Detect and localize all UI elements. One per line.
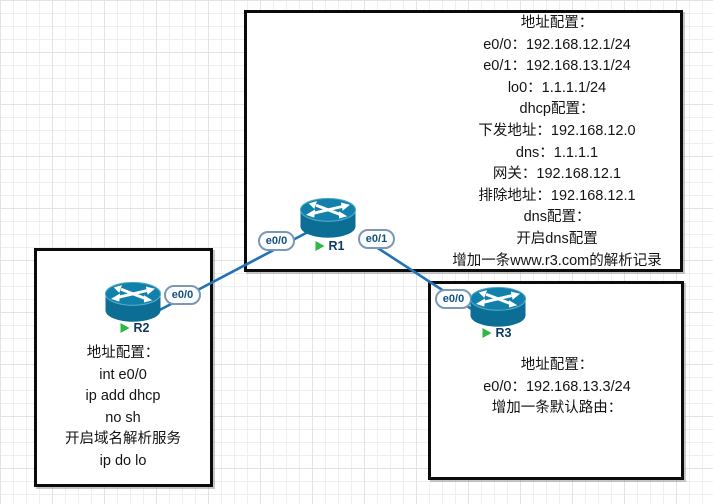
note-line: int e0/0 bbox=[99, 366, 147, 383]
interface-label-r3-e0-0: e0/0 bbox=[435, 289, 472, 309]
running-status-icon bbox=[315, 241, 325, 251]
note-line: 地址配置： bbox=[520, 357, 594, 373]
note-line: 地址配置： bbox=[86, 345, 160, 361]
device-name: R1 bbox=[328, 239, 345, 253]
note-line: 地址配置： bbox=[520, 15, 594, 31]
interface-label-r1-e0-0: e0/0 bbox=[258, 231, 295, 251]
interface-label-r1-e0-1: e0/1 bbox=[358, 229, 395, 249]
note-line: dns：1.1.1.1 bbox=[515, 144, 599, 161]
note-line: lo0：1.1.1.1/24 bbox=[507, 79, 607, 96]
note-line: 排除地址：192.168.12.1 bbox=[478, 187, 636, 204]
note-line: e0/0：192.168.12.1/24 bbox=[483, 36, 631, 53]
note-line: ip do lo bbox=[99, 452, 147, 469]
router-icon-r2[interactable] bbox=[103, 281, 163, 325]
note-line: e0/0：192.168.13.3/24 bbox=[483, 378, 631, 395]
note-line: 增加一条www.r3.com的解析记录 bbox=[452, 252, 662, 269]
router-icon-r3[interactable] bbox=[468, 286, 528, 330]
note-line: 下发地址：192.168.12.0 bbox=[478, 122, 636, 139]
interface-label-r2-e0-0: e0/0 bbox=[164, 285, 201, 305]
router-icon-r1[interactable] bbox=[298, 197, 358, 241]
running-status-icon bbox=[482, 328, 492, 338]
note-line: ip add dhcp bbox=[85, 388, 161, 405]
note-line: 开启域名解析服务 bbox=[65, 431, 181, 448]
device-name: R3 bbox=[495, 326, 512, 340]
note-line: e0/1：192.168.13.1/24 bbox=[483, 58, 631, 75]
router-icon bbox=[104, 281, 162, 322]
device-name: R2 bbox=[133, 321, 150, 335]
running-status-icon bbox=[120, 323, 130, 333]
router-icon bbox=[469, 286, 527, 327]
note-line: 网关：192.168.12.1 bbox=[492, 166, 622, 183]
note-line: 增加一条默认路由： bbox=[491, 400, 623, 417]
note-line: 开启dns配置 bbox=[516, 230, 598, 247]
device-label-r2: R2 bbox=[120, 321, 150, 335]
device-label-r3: R3 bbox=[482, 326, 512, 340]
device-label-r1: R1 bbox=[315, 239, 345, 253]
note-line: dns配置： bbox=[523, 209, 591, 226]
note-line: dhcp配置： bbox=[519, 101, 595, 118]
router-icon bbox=[299, 197, 357, 238]
note-line: no sh bbox=[105, 409, 141, 426]
